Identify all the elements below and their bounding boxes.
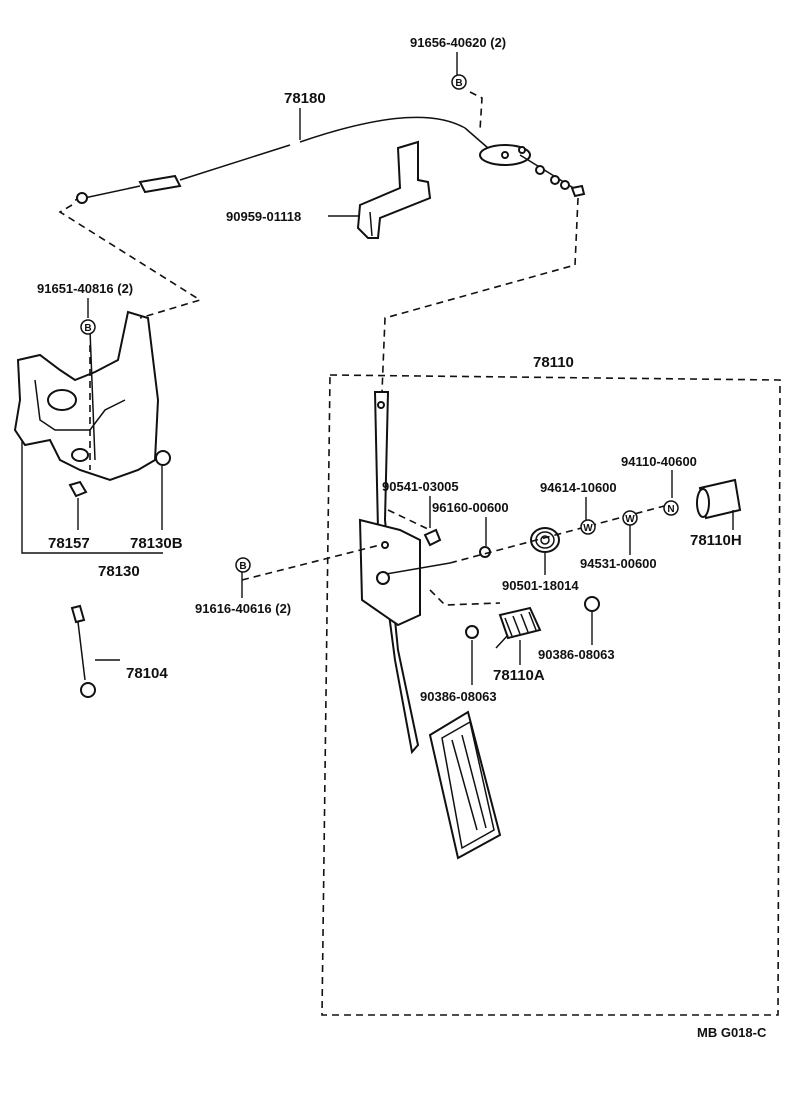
pedal-bracket-assembly: [13, 310, 160, 482]
label-90501-18014: 90501-18014: [502, 578, 579, 593]
label-91656-40620: 91656-40620 (2): [410, 35, 506, 50]
label-91616-40616: 91616-40616 (2): [195, 601, 291, 616]
cushion-78130B: [155, 450, 171, 466]
label-91651-40816: 91651-40816 (2): [37, 281, 133, 296]
badge-w-left: W: [580, 519, 596, 535]
svg-text:B: B: [239, 561, 246, 572]
bushing-90386-left: [465, 625, 479, 639]
svg-text:B: B: [455, 78, 462, 89]
svg-text:B: B: [84, 323, 91, 334]
rod-78104: [70, 604, 96, 698]
svg-text:N: N: [667, 504, 674, 515]
bolt-78157: [68, 480, 88, 498]
label-94614-10600: 94614-10600: [540, 480, 617, 495]
label-78110A: 78110A: [493, 667, 545, 684]
connection-lines: [58, 91, 669, 606]
bushing-90386-right: [584, 596, 600, 612]
badge-b-top: B: [451, 74, 467, 90]
diagram-code: MB G018-C: [697, 1025, 767, 1040]
label-78180: 78180: [284, 90, 326, 107]
pedal-assembly-box: [321, 374, 781, 1016]
leader-lines: [21, 52, 734, 685]
badge-w-right: W: [622, 510, 638, 526]
label-78157: 78157: [48, 535, 90, 552]
spring-78110A: [495, 606, 542, 649]
label-78110H: 78110H: [690, 532, 742, 549]
pedal-pad: [428, 710, 502, 860]
cable-bracket: [356, 140, 432, 239]
label-94110-40600: 94110-40600: [621, 454, 697, 469]
label-96160-00600: 96160-00600: [432, 500, 509, 515]
label-90541-03005: 90541-03005: [382, 479, 459, 494]
svg-text:W: W: [583, 523, 593, 534]
label-94531-00600: 94531-00600: [580, 556, 657, 571]
badge-b-left: B: [80, 319, 96, 335]
label-90386-08063-left: 90386-08063: [420, 689, 497, 704]
badge-n: N: [663, 500, 679, 516]
label-78110: 78110: [533, 354, 574, 371]
label-90959-01118: 90959-01118: [226, 209, 301, 224]
badge-b-bottom: B: [235, 557, 251, 573]
label-90386-08063-right: 90386-08063: [538, 647, 615, 662]
label-78104: 78104: [126, 665, 168, 682]
stopper-78110H: [696, 478, 742, 520]
clip-90541: [423, 528, 442, 547]
svg-text:W: W: [625, 514, 635, 525]
label-78130: 78130: [98, 563, 140, 580]
label-78130B: 78130B: [130, 535, 183, 552]
accelerator-cable: [74, 116, 586, 204]
